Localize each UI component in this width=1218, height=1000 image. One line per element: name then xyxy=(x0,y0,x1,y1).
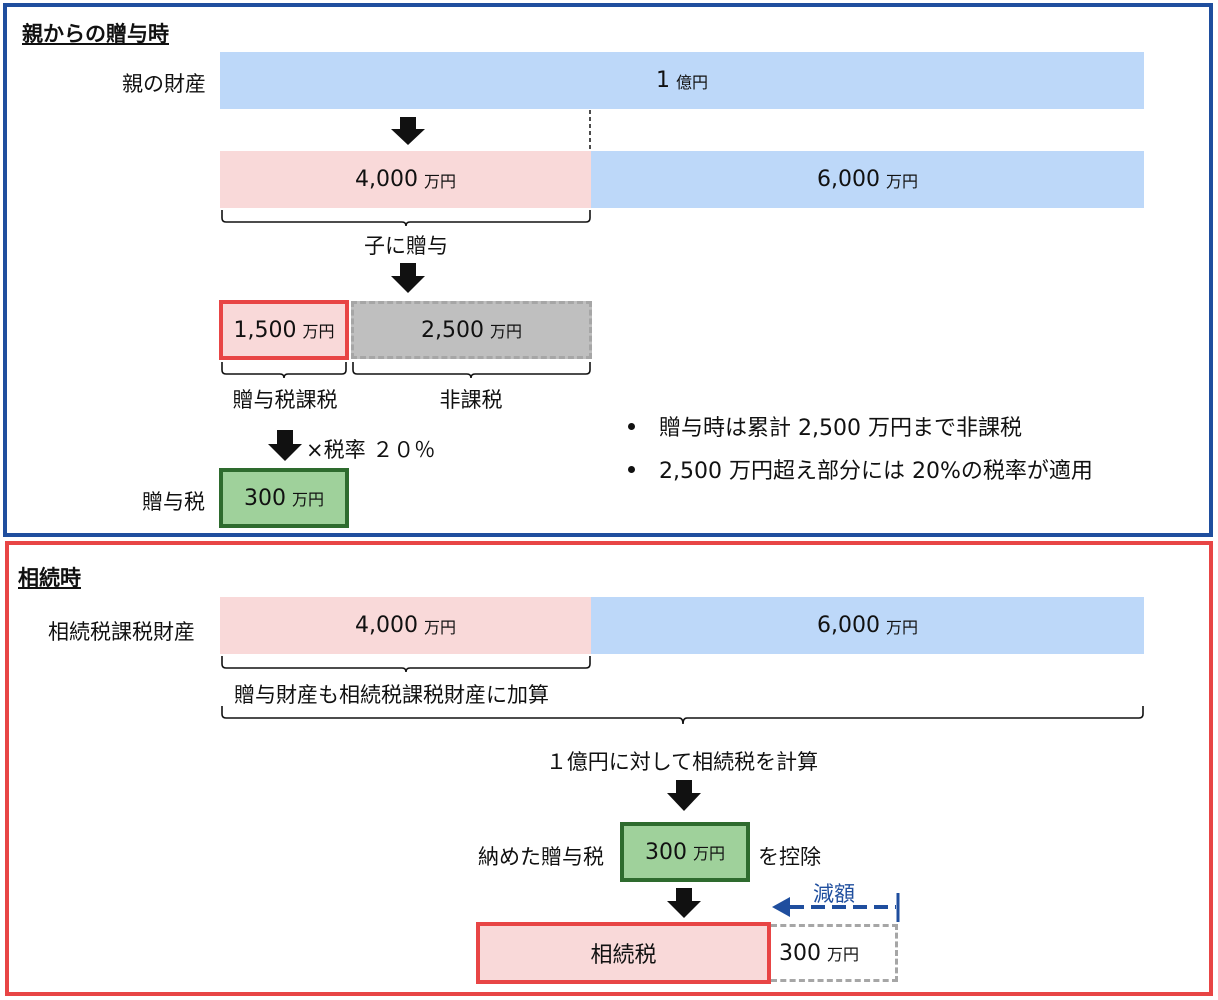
gift-part-bar: 4,000 万円 xyxy=(220,151,591,208)
brace-gift-part xyxy=(221,210,591,227)
inheritance-taxable-assets-label: 相続税課税財産 xyxy=(48,620,195,644)
brace-taxable-part xyxy=(221,362,347,379)
down-arrow-icon xyxy=(667,780,701,811)
exempt-label: 非課税 xyxy=(439,388,503,412)
bullet-text: 2,500 万円超え部分には 20%の税率が適用 xyxy=(659,459,1093,484)
brace-full-assets xyxy=(221,706,1144,725)
taxable-part-unit: 万円 xyxy=(302,322,335,341)
reduced-amount-value: 300 xyxy=(779,940,821,966)
brace-exempt-part xyxy=(352,362,591,379)
inheritance-remaining-part-unit: 万円 xyxy=(885,617,918,637)
inheritance-section-panel xyxy=(5,541,1213,996)
taxable-part-box: 1,500 万円 xyxy=(219,300,349,360)
exempt-part-unit: 万円 xyxy=(489,322,522,341)
remaining-part-value: 6,000 xyxy=(817,167,880,192)
gift-tax-box: 300 万円 xyxy=(219,468,349,528)
down-arrow-icon xyxy=(391,263,425,293)
taxable-label: 贈与税課税 xyxy=(232,388,338,412)
parent-assets-unit: 億円 xyxy=(675,72,708,92)
calc-label: １億円に対して相続税を計算 xyxy=(545,750,819,774)
taxable-part-value: 1,500 xyxy=(233,317,297,343)
gift-part-value: 4,000 xyxy=(355,167,418,192)
brace-inheritance-gift-part xyxy=(221,656,591,673)
inheritance-gift-part-value: 4,000 xyxy=(355,613,418,638)
inheritance-gift-part-unit: 万円 xyxy=(423,617,456,637)
reduction-label: 減額 xyxy=(813,882,855,906)
inheritance-tax-box: 相続税 xyxy=(476,922,771,984)
paid-gift-tax-box: 300 万円 xyxy=(620,822,750,882)
paid-gift-tax-label: 納めた贈与税 xyxy=(478,845,604,869)
gift-tax-label: 贈与税 xyxy=(142,490,205,514)
remaining-part-unit: 万円 xyxy=(885,171,918,191)
gift-part-unit: 万円 xyxy=(423,171,456,191)
reduced-amount-box: 300 万円 xyxy=(771,924,898,982)
tax-rate-label: ×税率 ２０％ xyxy=(306,438,436,462)
gift-section-title: 親からの贈与時 xyxy=(22,22,169,46)
paid-gift-tax-unit: 万円 xyxy=(692,844,725,863)
bullet-dot xyxy=(628,465,635,473)
gift-section-panel xyxy=(3,3,1213,537)
gift-tax-unit: 万円 xyxy=(291,490,324,509)
parent-assets-value: 1 xyxy=(655,68,670,93)
bullet-item: 2,500 万円超え部分には 20%の税率が適用 xyxy=(628,453,1093,485)
inheritance-section-title: 相続時 xyxy=(18,566,81,590)
parent-assets-bar: 1 億円 xyxy=(220,52,1144,109)
remaining-part-bar: 6,000 万円 xyxy=(591,151,1144,208)
gift-to-child-label: 子に贈与 xyxy=(364,234,448,258)
deduct-label: を控除 xyxy=(758,845,821,869)
parent-assets-label: 親の財産 xyxy=(122,72,206,96)
inheritance-remaining-part-value: 6,000 xyxy=(817,613,880,638)
reduced-amount-unit: 万円 xyxy=(827,945,860,964)
bullet-text: 贈与時は累計 2,500 万円まで非課税 xyxy=(659,416,1022,441)
inheritance-gift-part-bar: 4,000 万円 xyxy=(220,597,591,654)
inheritance-remaining-part-bar: 6,000 万円 xyxy=(591,597,1144,654)
down-arrow-icon xyxy=(667,888,701,918)
exempt-part-box: 2,500 万円 xyxy=(351,301,592,359)
left-arrow-icon xyxy=(772,897,790,917)
exempt-part-value: 2,500 xyxy=(421,317,484,343)
gift-tax-value: 300 xyxy=(243,485,286,511)
bullet-dot xyxy=(628,422,635,430)
add-gift-assets-label: 贈与財産も相続税課税財産に加算 xyxy=(234,683,549,707)
bullet-item: 贈与時は累計 2,500 万円まで非課税 xyxy=(628,410,1022,442)
inheritance-tax-label: 相続税 xyxy=(590,943,657,968)
down-arrow-icon xyxy=(391,117,425,145)
down-arrow-icon xyxy=(268,430,302,461)
paid-gift-tax-value: 300 xyxy=(644,839,687,865)
